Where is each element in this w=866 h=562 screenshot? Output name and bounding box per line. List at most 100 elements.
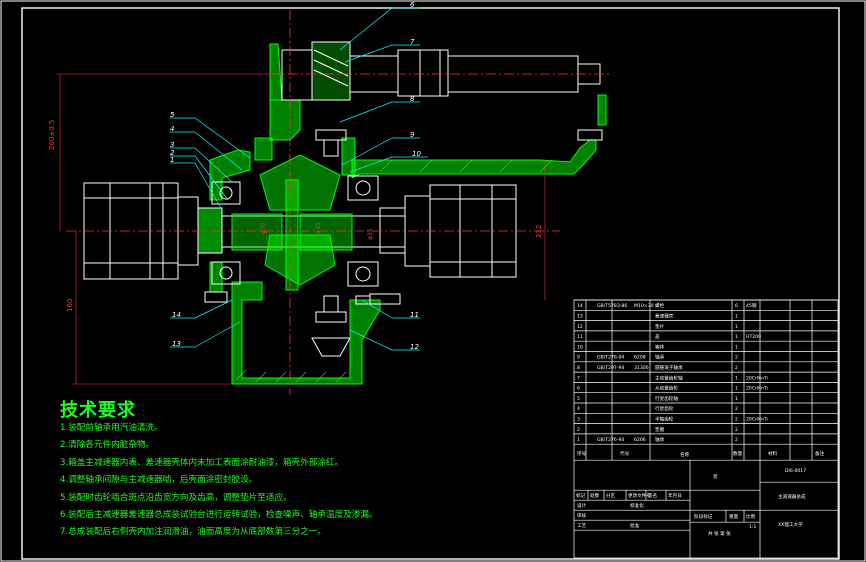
callout-6: 6 (410, 1, 415, 9)
bom-no: 12 (577, 324, 583, 330)
bom-qty: 1 (735, 334, 738, 340)
bom-code: GB/T276-94 (597, 437, 624, 443)
tb-scale: 1:1 (749, 524, 756, 530)
bom-name: 垫片 (655, 323, 665, 330)
tb-rev-label: 处数 (590, 492, 600, 499)
callout-2: 2 (170, 149, 175, 157)
bom-spec: M10×30 (634, 303, 654, 309)
dim-height-left: 200±0.5 (48, 120, 56, 150)
bom-qty: 1 (735, 344, 738, 350)
pinion-gear-lower (311, 337, 351, 357)
bom-material: 20CrMnTi (746, 417, 768, 423)
bom-name: 螺栓 (655, 302, 665, 309)
callout-13: 13 (172, 340, 181, 348)
bom-table (573, 299, 839, 559)
housing-section (209, 43, 607, 385)
hatch-lines (235, 159, 553, 383)
bom-code: GB/T276-94 (597, 355, 624, 361)
bom-qty: 1 (735, 375, 738, 381)
bom-qty: 2 (735, 355, 738, 361)
tech-requirements-list: 1.装配前轴承用汽油清洗。 2.清除各元件内脏杂物。 3.箱盖主减速器内表、差速… (60, 420, 378, 542)
bom-name: 盖 (655, 333, 660, 340)
bom-qty: 1 (735, 324, 738, 330)
callout-12: 12 (410, 343, 419, 351)
dim-height-lower: 160 (66, 299, 74, 312)
callout-11: 11 (410, 311, 419, 319)
dim-inner-4: φ35 (367, 228, 374, 240)
callout-9: 9 (410, 131, 415, 139)
tech-requirement-item: 5.装配时齿轮啮合斑点沿齿宽方向及齿高，调整垫片至适应。 (60, 492, 292, 503)
tb-stage: 阶段标记 (694, 513, 713, 520)
tech-requirement-item: 3.箱盖主减速器内表、差速器壳体内未加工表面涂耐油漆，箱壳外部涂红。 (60, 457, 344, 468)
bom-name: 行星齿轮 (655, 405, 674, 412)
bom-no: 6 (577, 386, 580, 392)
callout-10: 10 (412, 150, 421, 158)
bom-material: 20CrMnTi (746, 386, 768, 392)
tb-sheet: 共 张 第 张 (708, 530, 731, 537)
side-gear-right (299, 213, 353, 251)
tb-scale-label: 比例 (746, 513, 756, 520)
left-axle-shaft (83, 182, 223, 280)
tech-requirement-item: 1.装配前轴承用汽油清洗。 (60, 423, 163, 433)
center-lines (66, 10, 612, 395)
bom-no: 7 (577, 375, 580, 381)
callout-labels: 6 7 8 9 10 11 12 13 14 5 4 3 2 1 (170, 1, 421, 351)
tb-weight: 重量 (729, 513, 739, 520)
tb-designer: 设计 (577, 502, 587, 509)
tb-name: 主减速器总成 (778, 493, 806, 500)
bom-no: 1 (577, 437, 580, 443)
bom-spec: 6206 (634, 437, 646, 443)
bom-header-code: 代号 (620, 450, 630, 457)
tb-rev-label: 年月日 (668, 492, 682, 499)
bom-name: 圆锥滚子轴承 (655, 364, 683, 371)
bom-qty: 2 (735, 427, 738, 433)
bom-name: 垫圈 (655, 426, 665, 433)
tech-requirements-title: 技术要求 (60, 400, 136, 421)
bom-name: 轴承 (655, 436, 665, 443)
bom-qty: 1 (735, 314, 738, 320)
bom-no: 9 (577, 355, 580, 361)
tb-process: 工艺 (577, 523, 587, 529)
side-gear-left (231, 213, 283, 251)
bom-name: 轴承 (655, 354, 665, 361)
callout-3: 3 (170, 141, 174, 149)
tb-rev-label: 分区 (606, 492, 616, 499)
bom-qty: 2 (735, 417, 738, 423)
tech-requirement-item: 6.装配后主减速器差速器总成装试验台进行运转试验，检查噪声、轴承温度及渗漏。 (60, 509, 378, 520)
planet-shaft (285, 179, 299, 291)
bom-no: 11 (577, 334, 583, 340)
bom-name: 箱体 (655, 343, 665, 350)
dim-inner-2: φ70 (260, 222, 267, 234)
callout-8: 8 (410, 95, 415, 103)
tb-rev-label: 签名 (648, 492, 657, 499)
bearing-left (211, 181, 241, 285)
bom-no: 10 (577, 344, 583, 350)
dimension-lines (56, 73, 546, 385)
bom-qty: 2 (735, 365, 738, 371)
bom-no: 3 (577, 417, 580, 423)
bom-material: HT200 (746, 334, 761, 340)
tech-requirement-item: 2.清除各元件内脏杂物。 (60, 440, 155, 451)
bom-spec: 31306 (634, 365, 649, 371)
callout-1: 1 (170, 156, 174, 164)
tb-rev-label: 标记 (576, 492, 586, 499)
dim-height-right: 212 (535, 225, 543, 238)
callout-4: 4 (170, 125, 174, 133)
bom-material: 20CrMnTi (746, 375, 768, 381)
bom-qty: 1 (735, 396, 738, 402)
bom-name: 从动锥齿轮 (655, 385, 678, 392)
bom-header-qty: 数量 (733, 450, 743, 457)
callout-5: 5 (170, 111, 175, 119)
tb-std: 标准化 (630, 502, 644, 509)
bom-spec: 6208 (634, 355, 646, 361)
bom-code: GB/T5783-86 (597, 303, 627, 309)
assembly-section-view (83, 41, 607, 385)
dim-inner-3: φ35 (315, 222, 322, 234)
bom-no: 5 (577, 396, 580, 402)
dim-inner-1: φ80 (285, 183, 297, 190)
bom-qty: 2 (735, 437, 738, 443)
bom-name: 行星齿轮轴 (655, 395, 678, 402)
bom-name: 主动锥齿轮轴 (655, 374, 683, 381)
